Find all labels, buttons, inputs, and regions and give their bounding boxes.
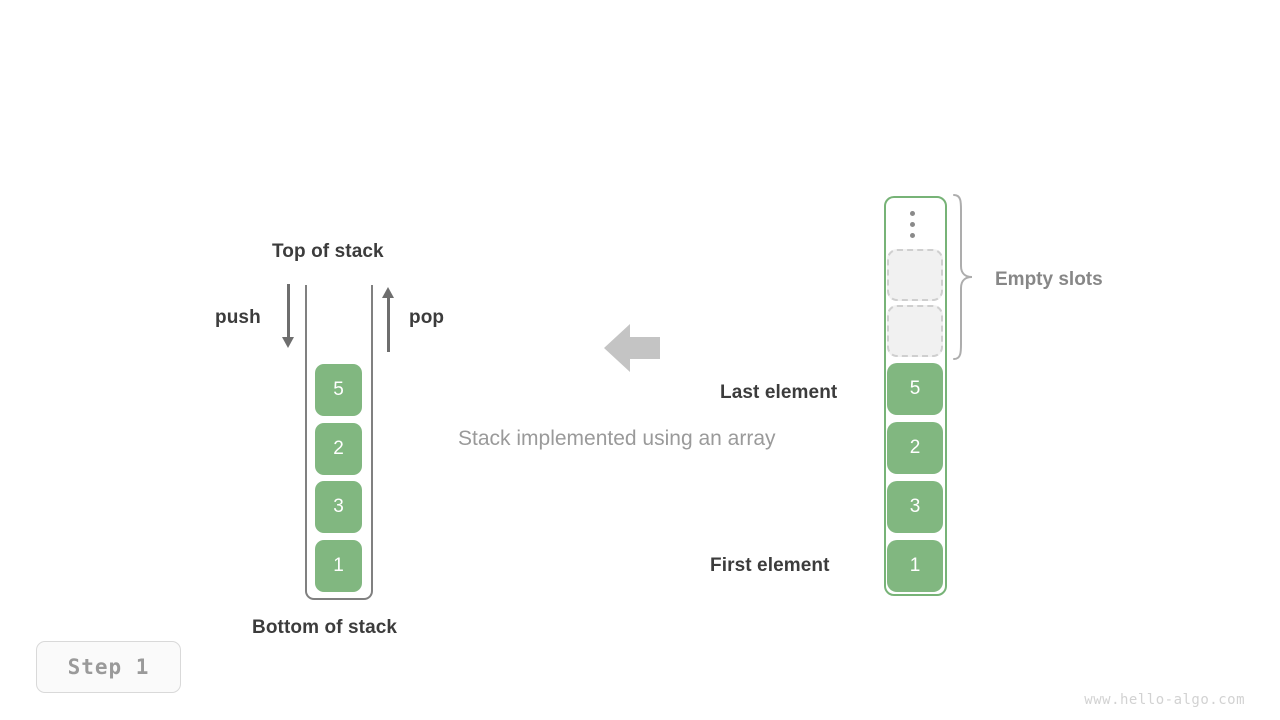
array-cell: 5 [887,363,943,415]
vertical-ellipsis-icon [910,211,918,239]
left-arrow-icon [604,324,660,372]
array-cell: 1 [887,540,943,592]
stack-container-outline [305,285,373,600]
watermark: www.hello-algo.com [1084,692,1245,708]
array-cell: 2 [887,422,943,474]
push-label: push [215,307,261,328]
step-badge: Step 1 [36,641,181,693]
array-cell: 3 [887,481,943,533]
stack-cell: 1 [315,540,362,592]
empty-slots-label: Empty slots [995,269,1103,290]
pop-label: pop [409,307,445,328]
diagram-caption: Stack implemented using an array [458,427,776,450]
empty-slot [887,249,943,301]
stack-cell: 3 [315,481,362,533]
last-element-label: Last element [720,382,838,403]
stack-cell: 5 [315,364,362,416]
empty-slot [887,305,943,357]
empty-slots-brace-icon [953,194,973,360]
bottom-of-stack-label: Bottom of stack [252,617,398,638]
stack-cell: 2 [315,423,362,475]
first-element-label: First element [710,555,830,576]
top-of-stack-label: Top of stack [272,241,384,262]
